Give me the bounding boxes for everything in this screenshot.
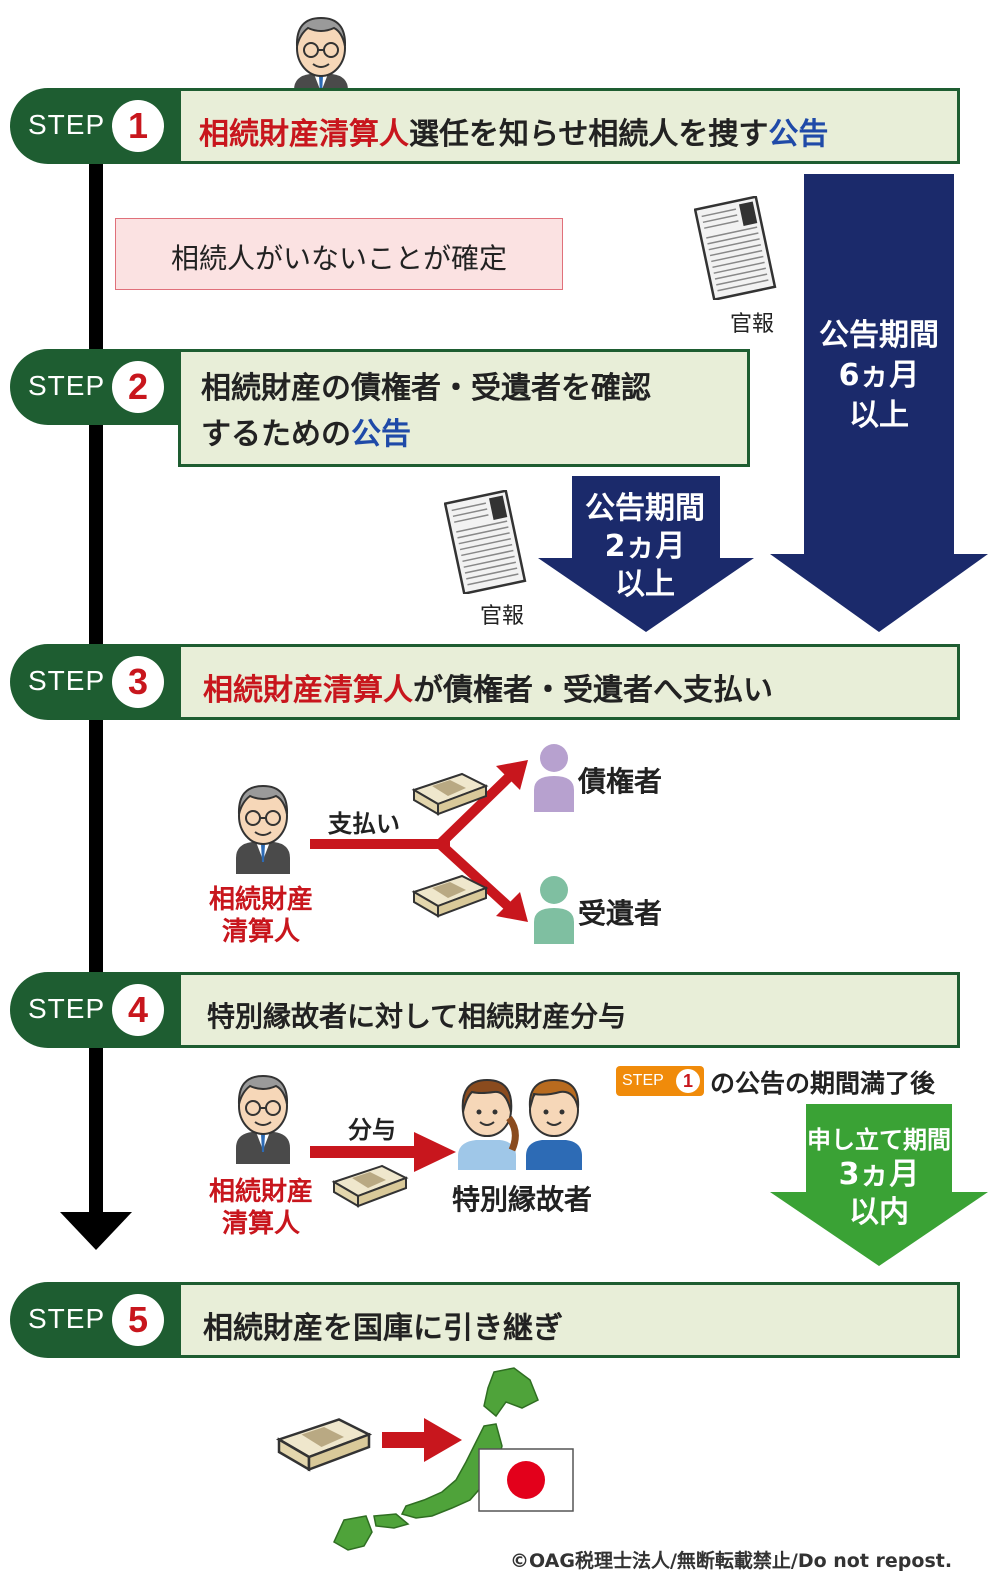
money-bundle-icon <box>411 874 489 918</box>
period-6-line3: 以上 <box>849 398 909 433</box>
step-1-badge: STEP 1 <box>616 1066 704 1096</box>
step-1-pill: STEP 1 <box>10 88 180 164</box>
step-2-text-blue: 公告 <box>351 417 411 452</box>
step-4-number: 4 <box>112 984 164 1036</box>
legatee-label: 受遺者 <box>578 897 663 930</box>
period-6-line2: 6ヵ月 <box>838 358 920 393</box>
step-1-text: 選任を知らせ相続人を捜す <box>409 117 769 152</box>
no-heir-note-text: 相続人がいないことが確定 <box>170 242 507 275</box>
administrator-avatar-icon <box>236 784 290 874</box>
period-3-line3: 以内 <box>849 1195 909 1230</box>
period-3-label: 申し立て期間 3ヵ月 以内 <box>796 1124 962 1232</box>
period-2-label: 公告期間 2ヵ月 以上 <box>570 490 720 604</box>
step-2-line1: 相続財産の債権者・受遺者を確認 <box>201 371 651 406</box>
step-1-badge-label: STEP <box>622 1072 664 1089</box>
step-3-administrator-line2: 清算人 <box>221 917 300 947</box>
administrator-avatar-icon <box>236 1074 290 1164</box>
japan-flag-icon <box>478 1448 574 1512</box>
money-bundle-icon <box>411 772 489 816</box>
step-2-pill: STEP 2 <box>10 349 180 425</box>
payment-split-arrow <box>310 760 528 922</box>
period-2-line2: 2ヵ月 <box>604 529 686 564</box>
money-bundle-icon <box>275 1418 373 1472</box>
no-heir-note: 相続人がいないことが確定 <box>115 218 563 290</box>
step-4-administrator-label: 相続財産 清算人 <box>196 1176 326 1240</box>
step-1-text-red: 相続財産清算人 <box>199 117 409 152</box>
period-3-line2: 3ヵ月 <box>838 1157 920 1192</box>
period-2-months-arrow <box>538 476 754 632</box>
step-3-label: STEP <box>28 665 106 696</box>
step-4-administrator-line2: 清算人 <box>221 1209 300 1239</box>
payment-label: 支払い <box>328 810 400 838</box>
transfer-arrow <box>382 1418 462 1462</box>
step-3-pill: STEP 3 <box>10 644 180 720</box>
step-3-text-red: 相続財産清算人 <box>203 673 413 708</box>
step-3-administrator-line1: 相続財産 <box>208 885 313 915</box>
kanpo-label-1: 官報 <box>730 312 775 337</box>
legatee-person-icon <box>534 876 574 944</box>
newspaper-icon <box>444 490 527 594</box>
step-2-line2: するための <box>201 417 351 452</box>
step-3-text: が債権者・受遺者へ支払い <box>413 673 773 708</box>
money-bundle-icon <box>331 1164 409 1208</box>
timeline-arrowhead <box>60 1212 132 1250</box>
distribution-label: 分与 <box>348 1116 396 1144</box>
step-1-number: 1 <box>112 100 164 152</box>
step-1-label: STEP <box>28 109 106 140</box>
step-5-text: 相続財産を国庫に引き継ぎ <box>203 1311 563 1346</box>
step-2-label: STEP <box>28 370 106 401</box>
step-4-box: 特別縁故者に対して相続財産分与 <box>178 972 960 1048</box>
japan-map-icon <box>333 1367 539 1551</box>
step-1-box: 相続財産清算人選任を知らせ相続人を捜す公告 <box>178 88 960 164</box>
step-1-badge-number: 1 <box>676 1069 700 1093</box>
step-4-text: 特別縁故者に対して相続財産分与 <box>207 1000 627 1033</box>
period-6-label: 公告期間 6ヵ月 以上 <box>804 316 954 436</box>
step-5-number: 5 <box>112 1294 164 1346</box>
newspaper-icon <box>694 196 777 300</box>
distribution-arrow <box>310 1132 456 1172</box>
step-3-number: 3 <box>112 656 164 708</box>
step-5-label: STEP <box>28 1303 106 1334</box>
step-1-text-blue: 公告 <box>768 117 829 152</box>
period-2-line1: 公告期間 <box>585 491 705 526</box>
period-2-line3: 以上 <box>615 567 675 602</box>
period-3-months-arrow <box>770 1104 988 1266</box>
kanpo-label-2: 官報 <box>480 604 525 629</box>
step-3-administrator-label: 相続財産 清算人 <box>196 884 326 948</box>
step-2-box: 相続財産の債権者・受遺者を確認 するための公告 <box>178 349 750 467</box>
creditor-label: 債権者 <box>578 765 663 798</box>
step-5-pill: STEP 5 <box>10 1282 180 1358</box>
period-3-line1: 申し立て期間 <box>807 1126 951 1154</box>
period-6-months-arrow <box>770 174 988 632</box>
special-connection-persons-icon <box>458 1078 582 1170</box>
special-connection-label: 特別縁故者 <box>452 1183 593 1216</box>
step-4-administrator-line1: 相続財産 <box>208 1177 313 1207</box>
creditor-person-icon <box>534 744 574 812</box>
period-6-line1: 公告期間 <box>819 318 939 353</box>
step-4-label: STEP <box>28 993 106 1024</box>
step-4-pill: STEP 4 <box>10 972 180 1048</box>
step-2-number: 2 <box>112 361 164 413</box>
step-4-after-text: の公告の期間満了後 <box>710 1069 936 1098</box>
step-3-box: 相続財産清算人が債権者・受遺者へ支払い <box>178 644 960 720</box>
step-5-box: 相続財産を国庫に引き継ぎ <box>178 1282 960 1358</box>
copyright-text: ©OAG税理士法人/無断転載禁止/Do not repost. <box>510 1550 953 1572</box>
